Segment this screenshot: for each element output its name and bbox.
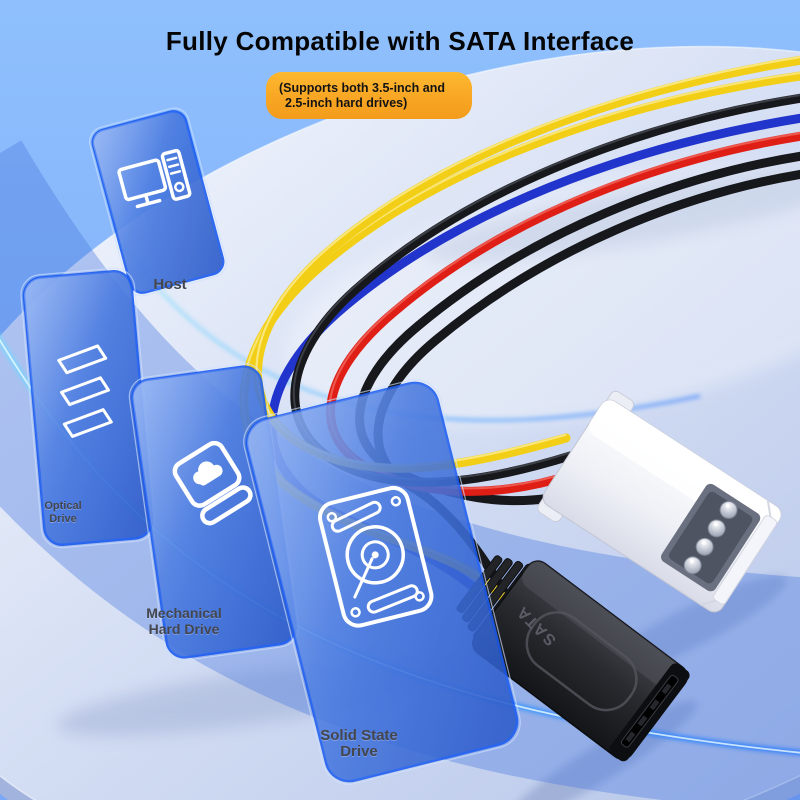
molex-connector bbox=[537, 390, 782, 613]
molex-front-lip bbox=[712, 515, 778, 605]
hard-drive-cloud-icon bbox=[172, 440, 253, 526]
pin-specular bbox=[701, 540, 706, 545]
pin-specular bbox=[713, 522, 718, 527]
device-card-optical bbox=[20, 267, 156, 549]
pin-specular bbox=[725, 503, 730, 508]
platform-highlight bbox=[286, 163, 800, 427]
optical-drive-trays-icon bbox=[57, 344, 113, 438]
solid-state-drive-label: Solid State Drive bbox=[320, 727, 398, 760]
pin-specular bbox=[689, 559, 694, 564]
sata-molded-groove bbox=[525, 611, 638, 712]
sata-top-sheen bbox=[522, 561, 688, 694]
device-card-host bbox=[88, 107, 228, 297]
page-title: Fully Compatible with SATA Interface bbox=[165, 26, 635, 56]
cloud-glyph bbox=[193, 461, 223, 486]
desktop-computer-icon bbox=[117, 148, 192, 209]
note-line-2: 2.5-inch hard drives) bbox=[285, 96, 408, 110]
device-cards bbox=[20, 107, 521, 785]
sata-slot bbox=[620, 674, 679, 748]
molex-pin bbox=[719, 500, 738, 519]
molex-pin bbox=[707, 519, 726, 538]
molex-pin bbox=[683, 556, 702, 575]
host-label: Host bbox=[153, 276, 187, 293]
mechanical-hard-drive-label: Mechanical Hard Drive bbox=[146, 605, 222, 637]
card-outer-edge bbox=[88, 107, 228, 297]
molex-pins bbox=[683, 500, 738, 575]
molex-pin bbox=[695, 537, 714, 556]
subtitle-note: (Supports both 3.5-inch and 2.5-inch har… bbox=[266, 72, 472, 119]
disk-platter-icon bbox=[317, 485, 434, 628]
note-line-1: (Supports both 3.5-inch and bbox=[279, 81, 445, 95]
device-card-ssd bbox=[243, 379, 521, 785]
card-outer-edge bbox=[243, 379, 521, 785]
card-sheen bbox=[24, 271, 152, 545]
optical-drive-label: Optical Drive bbox=[44, 500, 82, 525]
sata-connector: SATA bbox=[456, 555, 690, 762]
sata-slot-teeth bbox=[625, 683, 672, 743]
